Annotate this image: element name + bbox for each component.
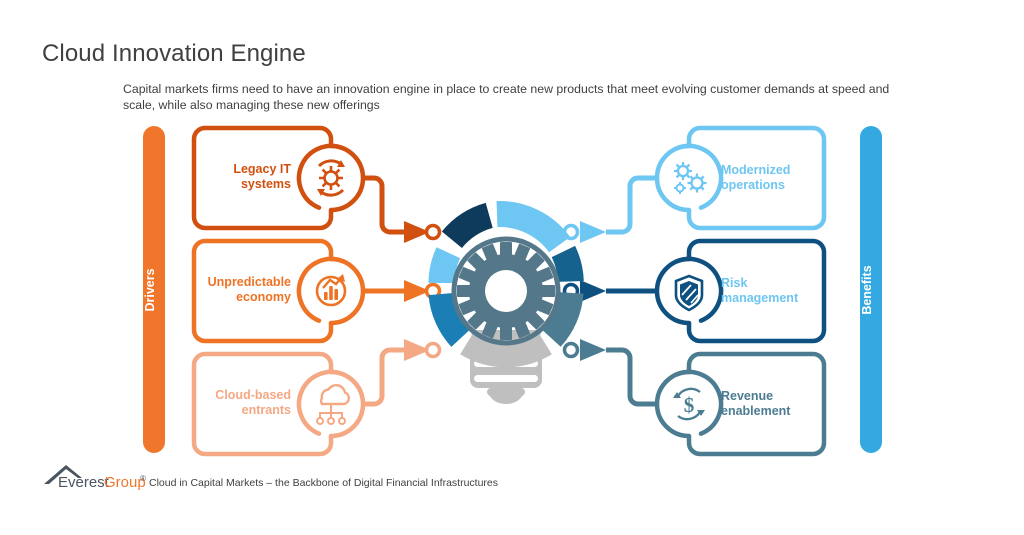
bar-chart-arrow-icon	[296, 256, 366, 326]
benefit-label-risk-management-line2: management	[721, 291, 799, 305]
driver-label-legacy-it-line2: systems	[241, 177, 291, 191]
ring-seg-blue-right	[551, 245, 584, 283]
driver-connectors	[363, 175, 442, 407]
inner-gear-icon	[451, 236, 561, 346]
ring-seg-gray-bottom	[460, 331, 552, 368]
connector-legacy-it-arrowhead	[404, 221, 430, 243]
dollar-refresh-icon: $	[654, 369, 724, 439]
benefit-card-modernized-operations[interactable]: Modernized operations	[654, 125, 827, 231]
driver-card-legacy-it[interactable]: Legacy IT systems	[191, 125, 366, 231]
segmented-ring	[428, 201, 584, 368]
shield-icon	[654, 256, 724, 326]
benefit-card-revenue-enablement-frame	[686, 351, 827, 457]
benefits-rail: Benefits	[860, 126, 882, 453]
driver-label-cloud-based-entrants-line1: Cloud-based	[215, 388, 291, 402]
driver-label-unpredictable-economy-line2: economy	[236, 290, 291, 304]
driver-card-legacy-it-frame	[191, 125, 334, 231]
drivers-rail: Drivers	[143, 126, 165, 453]
footer-caption: Cloud in Capital Markets – the Backbone …	[149, 477, 499, 489]
mountain-peak-icon	[44, 465, 82, 484]
driver-label-cloud-based-entrants-line2: entrants	[242, 403, 291, 417]
connector-risk-management-arrowhead	[580, 280, 606, 302]
everest-group-logo-svg: Everest Group ®	[44, 465, 146, 491]
gears-icon	[654, 143, 724, 213]
benefit-card-risk-management[interactable]: Risk management	[654, 238, 827, 344]
connector-revenue-enablement-arrowhead	[580, 339, 606, 361]
driver-card-unpredictable-economy[interactable]: Unpredictable economy	[191, 238, 366, 344]
connector-cloud-based-entrants	[363, 347, 404, 407]
hub-node-legacy-it	[424, 223, 442, 241]
svg-text:$: $	[684, 393, 695, 417]
benefit-card-revenue-enablement[interactable]: $ Revenue enablement	[654, 351, 827, 457]
driver-card-cloud-based-entrants[interactable]: Cloud-based entrants	[191, 351, 366, 457]
logo-everest-text: Everest	[58, 474, 110, 490]
benefits-rail-label: Benefits	[860, 265, 874, 314]
drivers-rail-label: Drivers	[143, 268, 157, 311]
connector-modernized-operations	[606, 175, 657, 235]
benefit-label-revenue-enablement-line2: enablement	[721, 404, 791, 418]
drivers-rail-bar	[143, 126, 165, 453]
benefit-connectors	[562, 175, 657, 407]
gear-refresh-icon	[296, 143, 366, 213]
driver-label-unpredictable-economy-line1: Unpredictable	[208, 275, 291, 289]
connector-legacy-it	[363, 175, 404, 235]
ring-seg-blue-left	[428, 292, 471, 347]
benefit-card-modernized-operations-frame	[686, 125, 827, 231]
hub-node-cloud-based-entrants	[424, 341, 442, 359]
hub-node-revenue-enablement	[562, 341, 580, 359]
connector-revenue-enablement	[606, 347, 657, 407]
ring-seg-navy	[441, 202, 494, 249]
ring-seg-lightblue-left	[428, 247, 461, 284]
connector-cloud-based-entrants-arrowhead	[404, 339, 430, 361]
page-title: Cloud Innovation Engine	[42, 40, 306, 67]
everest-group-logo: Everest Group ®	[42, 462, 146, 491]
driver-label-legacy-it-line1: Legacy IT	[233, 162, 291, 176]
ring-seg-lightblue-top	[496, 201, 571, 253]
logo-registered-mark: ®	[140, 474, 146, 483]
logo-group-text: Group	[104, 474, 146, 490]
footer: Everest Group ® Cloud in Capital Markets…	[42, 460, 499, 491]
connector-unpredictable-economy-arrowhead	[404, 280, 430, 302]
benefit-label-risk-management-line1: Risk	[721, 276, 747, 290]
page-subtitle: Capital markets firms need to have an in…	[123, 82, 890, 112]
ring-seg-slate-right	[541, 291, 584, 347]
benefit-label-modernized-operations-line1: Modernized	[721, 163, 790, 177]
benefit-label-modernized-operations-line2: operations	[721, 178, 785, 192]
benefit-label-revenue-enablement-line1: Revenue	[721, 389, 773, 403]
connector-modernized-operations-arrowhead	[580, 221, 606, 243]
center-engine-graphic	[428, 201, 584, 404]
benefits-rail-bar	[860, 126, 882, 453]
cloud-network-icon	[296, 369, 366, 439]
